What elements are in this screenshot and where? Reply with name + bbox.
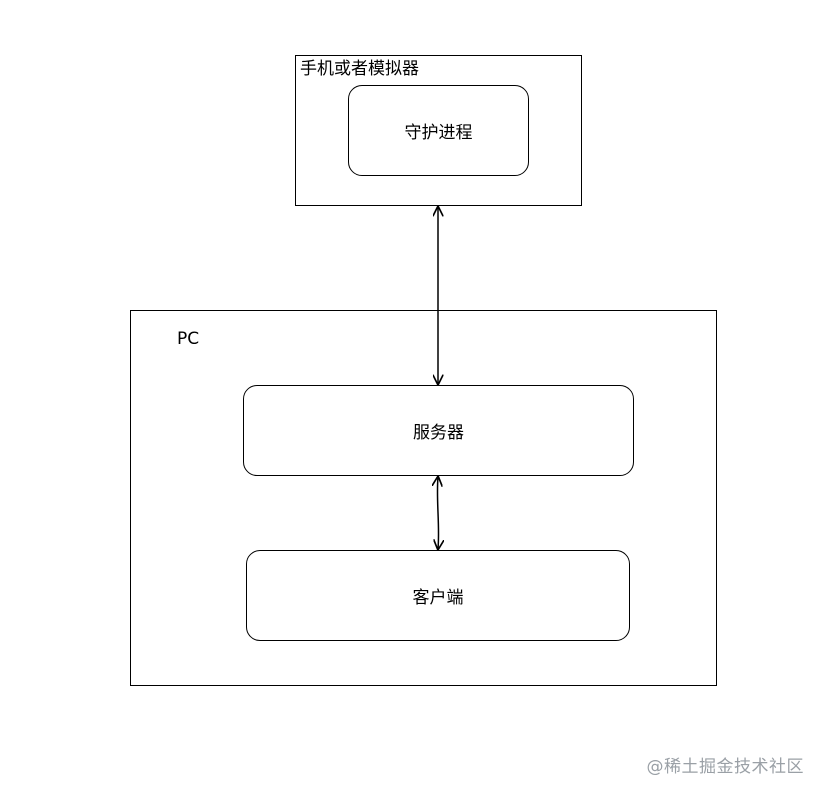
server-client-bidirectional-arrow <box>437 477 438 549</box>
phone-emulator-label: 手机或者模拟器 <box>300 59 419 79</box>
server-node: 服务器 <box>243 385 634 476</box>
client-label: 客户端 <box>412 588 464 608</box>
daemon-process-node: 守护进程 <box>348 85 529 176</box>
daemon-process-label: 守护进程 <box>404 123 473 143</box>
server-label: 服务器 <box>413 423 464 443</box>
client-node: 客户端 <box>246 550 630 641</box>
pc-label: PC <box>177 329 200 349</box>
watermark: @稀土掘金技术社区 <box>646 757 804 777</box>
